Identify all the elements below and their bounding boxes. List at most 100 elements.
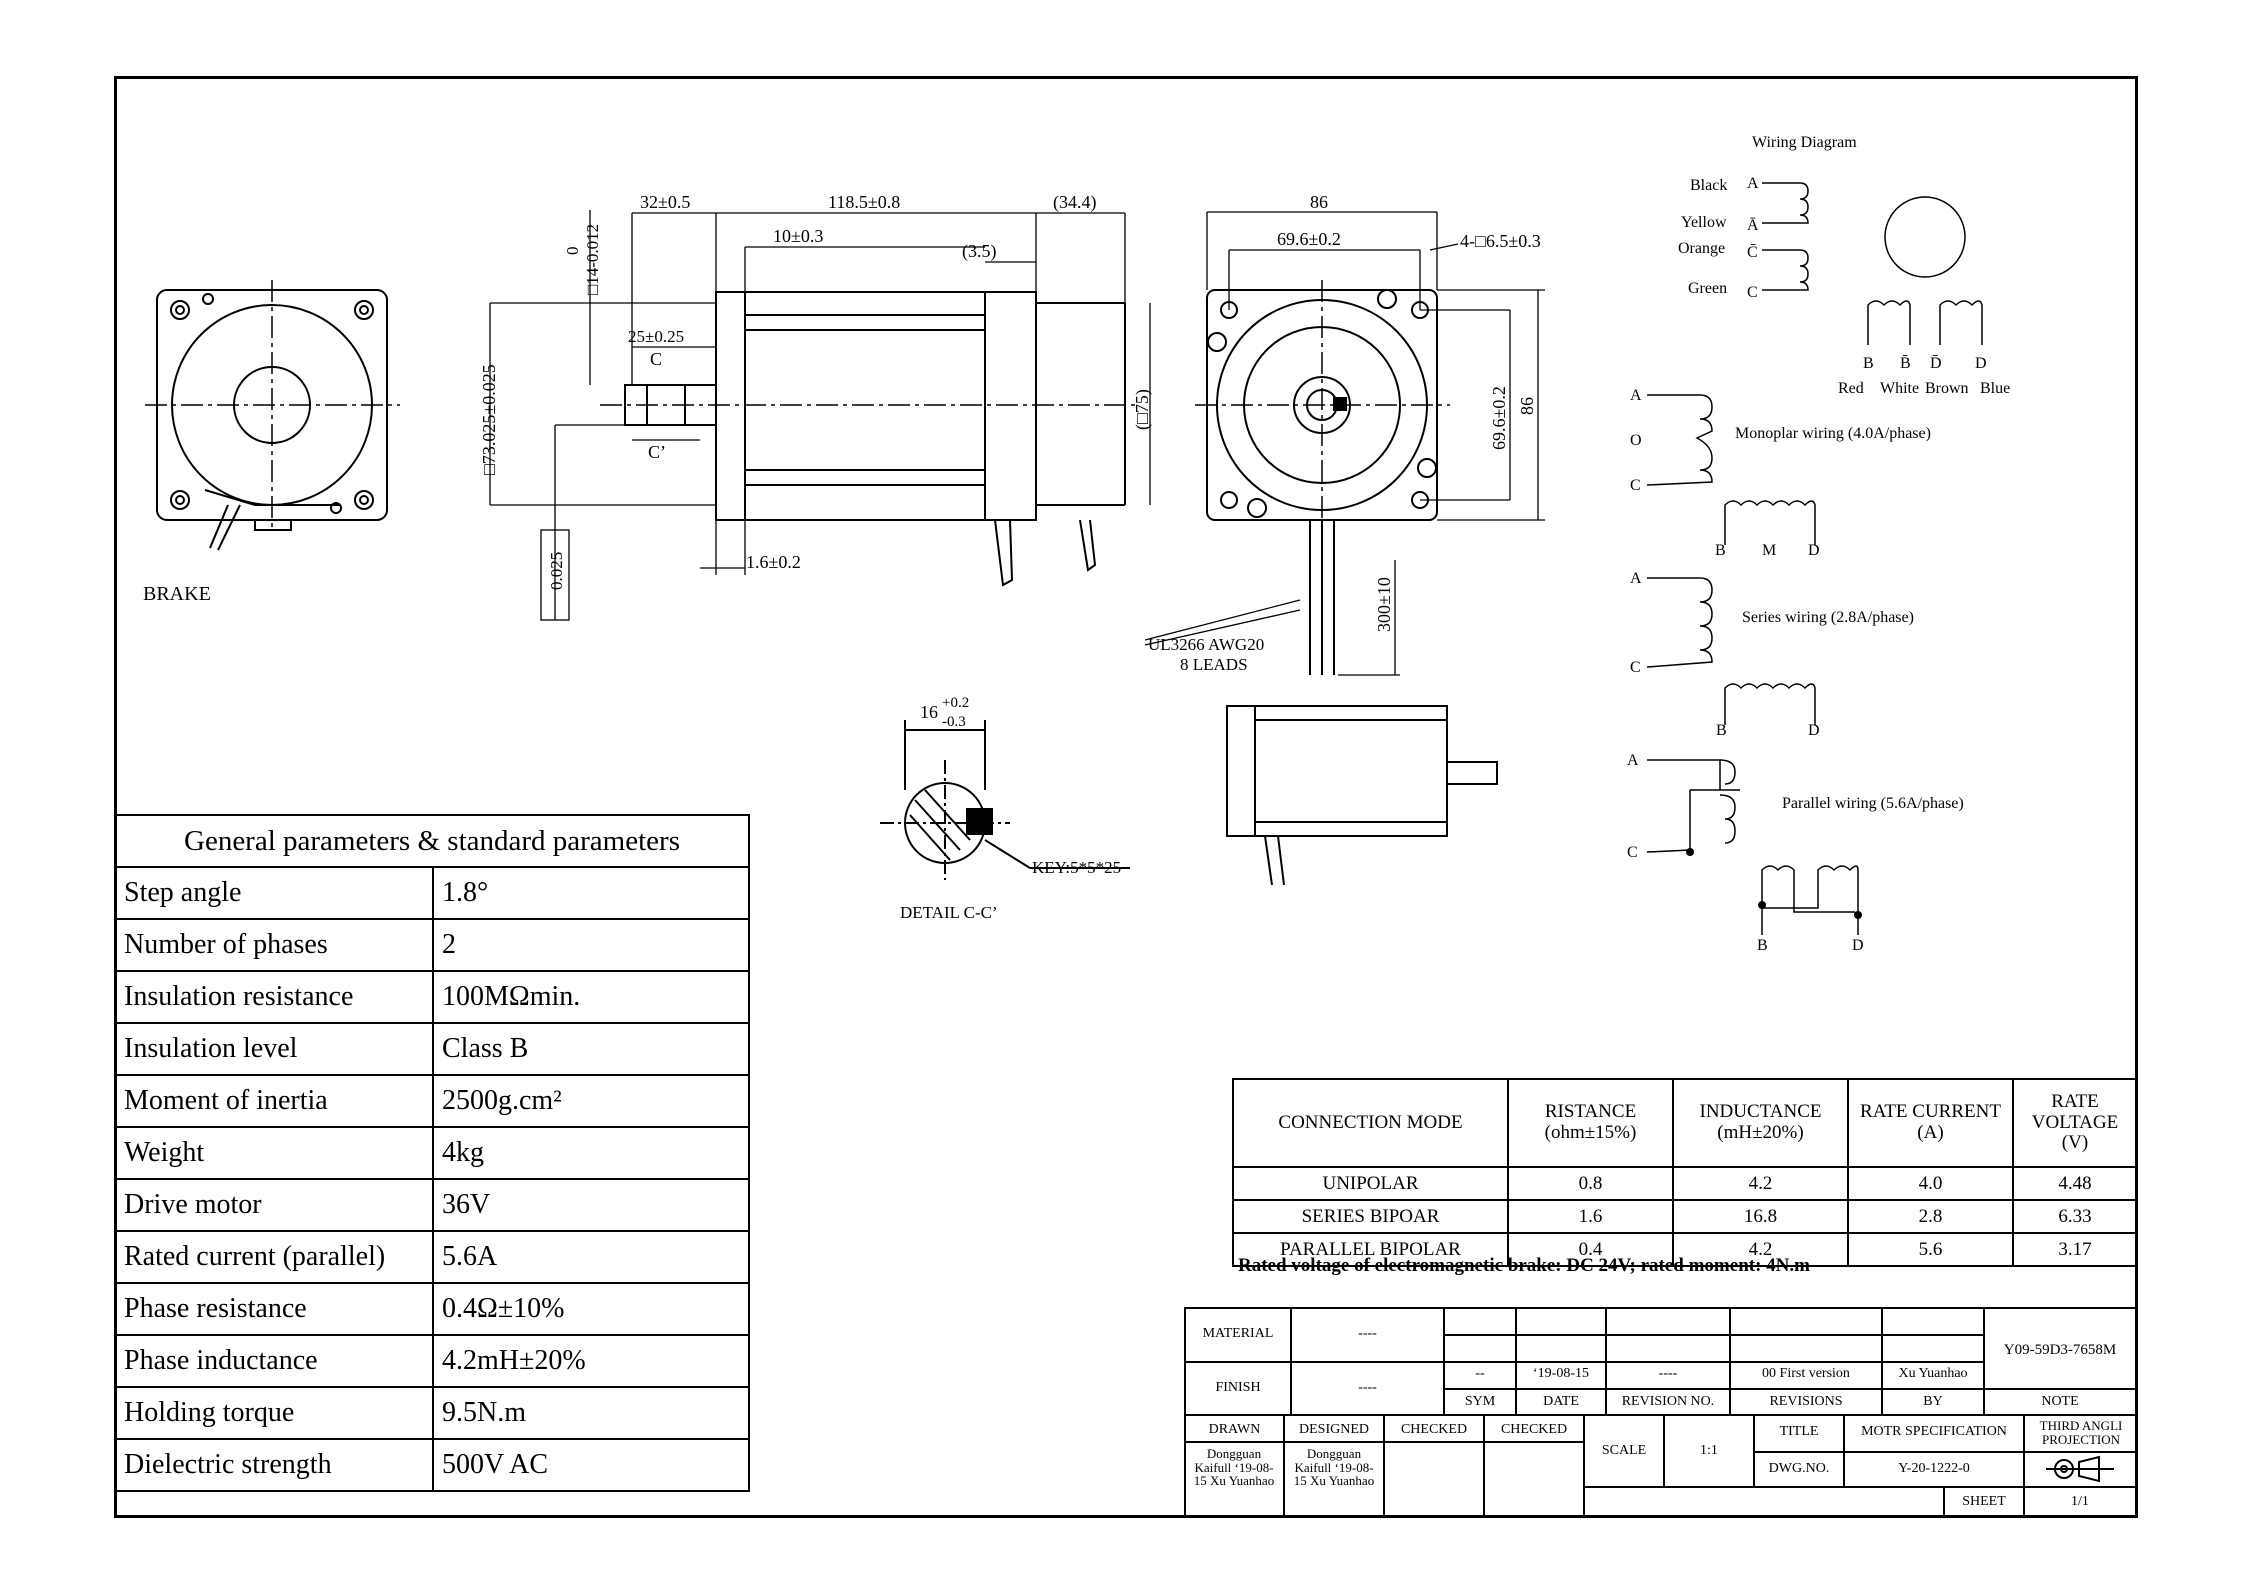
section-c-top: C <box>650 349 662 369</box>
rev-revisions: 00 First version <box>1762 1366 1850 1381</box>
detail-section <box>880 720 1130 880</box>
table-cell: 4.48 <box>2012 1166 2138 1201</box>
col-date: DATE <box>1543 1394 1579 1409</box>
param-key: Rated current (parallel) <box>114 1230 434 1284</box>
parallel-a: A <box>1627 752 1639 769</box>
rev-by: Xu Yuanhao <box>1898 1366 1968 1381</box>
wire-letter-a: A <box>1747 175 1759 192</box>
dim-86-top: 86 <box>1310 192 1328 212</box>
wire-letter-d: D <box>1975 355 1987 372</box>
table-cell: 2.8 <box>1847 1199 2014 1234</box>
drawn-label: DRAWN <box>1208 1422 1261 1437</box>
dim-73: □73.025±0.025 <box>479 364 499 475</box>
param-value: 36V <box>432 1178 750 1232</box>
dim-34: (34.4) <box>1053 192 1097 213</box>
checked-label-2: CHECKED <box>1500 1422 1568 1437</box>
rev-sym: -- <box>1475 1366 1485 1381</box>
key-spec: KEY:5*5*25 <box>1032 858 1121 877</box>
section-c-bottom: C’ <box>648 442 666 462</box>
param-key: Drive motor <box>114 1178 434 1232</box>
series-c: C <box>1630 659 1641 676</box>
parallel-d: D <box>1852 937 1864 954</box>
dim-shaft-dia: □14-0.012 <box>583 224 602 295</box>
wire-orange: Orange <box>1678 240 1725 257</box>
param-key: Number of phases <box>114 918 434 972</box>
finish-value: ---- <box>1358 1380 1377 1395</box>
param-key: Insulation resistance <box>114 970 434 1024</box>
param-value: 4kg <box>432 1126 750 1180</box>
parallel-label: Parallel wiring (5.6A/phase) <box>1782 795 1964 812</box>
param-value: 2500g.cm² <box>432 1074 750 1128</box>
dim-16-tol-up: +0.2 <box>942 695 969 711</box>
dim-shaft-tol: 0 <box>563 247 582 256</box>
param-key: Holding torque <box>114 1386 434 1440</box>
param-value: 0.4Ω±10% <box>432 1282 750 1336</box>
leads-spec-2: 8 LEADS <box>1180 655 1248 674</box>
col-by: BY <box>1923 1394 1943 1409</box>
title-block-grid <box>1184 1307 2137 1517</box>
table-cell: 4.0 <box>1847 1166 2014 1201</box>
param-key: Insulation level <box>114 1022 434 1076</box>
general-parameters-table: General parameters & standard parameters… <box>114 814 750 1492</box>
table-cell: PARALLEL BIPOLAR <box>1232 1232 1509 1267</box>
designed-label: DESIGNED <box>1299 1422 1369 1437</box>
detail-label: DETAIL C-C’ <box>900 903 998 922</box>
table-cell: 3.17 <box>2012 1232 2138 1267</box>
brake-label: BRAKE <box>143 583 211 605</box>
table-cell: 0.8 <box>1507 1166 1674 1201</box>
dim-75: (□75) <box>1132 389 1153 430</box>
param-key: Weight <box>114 1126 434 1180</box>
param-key: Dielectric strength <box>114 1438 434 1492</box>
header-resistance: RISTANCE (ohm±15%) <box>1507 1078 1674 1168</box>
mono-m: M <box>1762 542 1776 559</box>
wire-black: Black <box>1690 177 1727 194</box>
wire-red: Red <box>1838 380 1864 397</box>
wire-yellow: Yellow <box>1681 214 1727 231</box>
dim-10: 10±0.3 <box>773 226 823 246</box>
series-b: B <box>1716 722 1727 739</box>
sheet-label: SHEET <box>1962 1494 2006 1509</box>
dim-16: 16 <box>920 702 938 722</box>
param-value: 4.2mH±20% <box>432 1334 750 1388</box>
table-cell: 16.8 <box>1672 1199 1849 1234</box>
mono-a: A <box>1630 387 1642 404</box>
rev-number: ---- <box>1658 1366 1678 1381</box>
wire-letter-c-bar: C̄ <box>1747 244 1758 261</box>
wire-letter-b: B <box>1863 355 1874 372</box>
param-key: Moment of inertia <box>114 1074 434 1128</box>
mono-b: B <box>1715 542 1726 559</box>
dim-32: 32±0.5 <box>640 192 690 212</box>
drawn-value: Dongguan Kaifull ‘19-08-15 Xu Yuanhao <box>1193 1446 1275 1489</box>
dim-3-5: (3.5) <box>962 241 997 262</box>
title-value: MOTR SPECIFICATION <box>1861 1424 2007 1439</box>
param-key: Phase resistance <box>114 1282 434 1336</box>
series-label: Series wiring (2.8A/phase) <box>1742 609 1914 626</box>
scale-label: SCALE <box>1601 1443 1647 1458</box>
header-rate-voltage: RATE VOLTAGE (V) <box>2012 1078 2138 1168</box>
header-connection-mode: CONNECTION MODE <box>1232 1078 1509 1168</box>
param-value: 9.5N.m <box>432 1386 750 1440</box>
drawing-code: Y09-59D3-7658M <box>2003 1342 2117 1358</box>
electrical-table: CONNECTION MODE RISTANCE (ohm±15%) INDUC… <box>1232 1078 2138 1267</box>
front-view <box>1206 289 1438 675</box>
table-cell: 4.2 <box>1672 1166 1849 1201</box>
table-cell: 5.6 <box>1847 1232 2014 1267</box>
wire-white: White <box>1880 380 1919 397</box>
header-inductance: INDUCTANCE (mH±20%) <box>1672 1078 1849 1168</box>
table-cell: SERIES BIPOAR <box>1232 1199 1509 1234</box>
wire-green: Green <box>1688 280 1727 297</box>
table-cell: 4.2 <box>1672 1232 1849 1267</box>
dim-1-6: 1.6±0.2 <box>746 552 801 572</box>
monopolar-label: Monoplar wiring (4.0A/phase) <box>1735 425 1931 442</box>
param-value: 100MΩmin. <box>432 970 750 1024</box>
dwg-value: Y-20-1222-0 <box>1898 1461 1970 1476</box>
parallel-b: B <box>1757 937 1768 954</box>
col-revision-no: REVISION NO. <box>1621 1394 1715 1409</box>
param-key: Phase inductance <box>114 1334 434 1388</box>
title-block: MATERIAL ---- FINISH ---- Y09-59D3-7658M… <box>1184 1307 2138 1518</box>
col-note: NOTE <box>2041 1394 2079 1409</box>
mono-d: D <box>1808 542 1820 559</box>
header-rate-current: RATE CURRENT (A) <box>1847 1078 2014 1168</box>
checked-label-1: CHECKED <box>1400 1422 1468 1437</box>
